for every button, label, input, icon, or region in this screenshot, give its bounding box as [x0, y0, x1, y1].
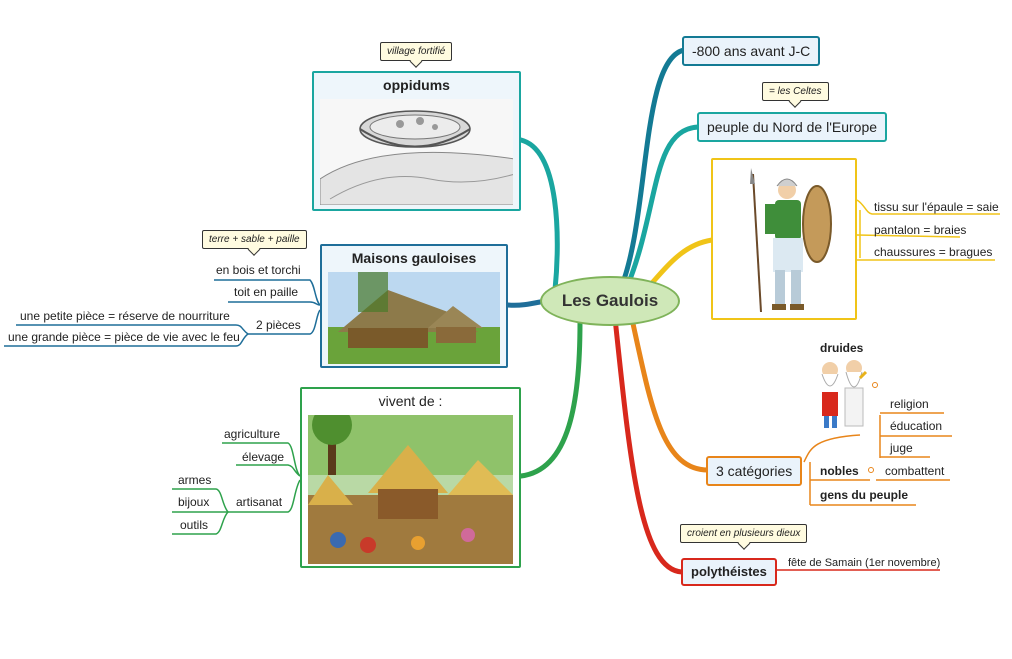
topic-categories[interactable]: 3 catégories [706, 456, 803, 486]
topic-peuple-label: peuple du Nord de l'Europe [707, 119, 878, 135]
thatched-houses-icon [328, 272, 500, 364]
branch-vivent [518, 319, 583, 479]
branch-categories [627, 307, 711, 473]
topic-categories-label: 3 catégories [716, 463, 793, 479]
categorie-druides[interactable]: druides [820, 341, 864, 355]
gaulish-village-icon [308, 415, 513, 564]
topic-polytheistes-label: polythéistes [691, 564, 767, 579]
branch-peuple [622, 124, 701, 295]
druide-juge: juge [890, 441, 913, 455]
piece-vie: une grande pièce = pièce de vie avec le … [8, 330, 240, 344]
vivent-picture [308, 415, 513, 564]
ressource-artisanat: artisanat [236, 495, 283, 509]
categorie-gens-du-peuple[interactable]: gens du peuple [820, 488, 909, 502]
nobles-connector-dot [868, 467, 874, 473]
maison-2-pieces: 2 pièces [256, 318, 301, 332]
maison-bois-torchi: en bois et torchi [216, 263, 301, 277]
branch-oppidums [518, 137, 560, 293]
note-terre-sable-paille: terre + sable + paille [202, 230, 307, 249]
topic-polytheistes[interactable]: polythéistes [681, 558, 777, 586]
maisons-title: Maisons gauloises [351, 250, 477, 266]
oppidums-title: oppidums [383, 77, 450, 93]
central-topic-label: Les Gaulois [561, 291, 659, 310]
branch-polytheistes [612, 315, 685, 575]
branch-maisons [505, 299, 543, 308]
note-village-fortifie: village fortifié [380, 42, 453, 61]
maison-toit-paille: toit en paille [234, 285, 299, 299]
druide-religion: religion [890, 397, 929, 411]
topic-peuple[interactable]: peuple du Nord de l'Europe [697, 112, 888, 142]
warrior-image-card[interactable] [711, 158, 857, 320]
vivent-title: vivent de : [378, 393, 443, 409]
branch-date [617, 47, 687, 293]
note-plusieurs-dieux: croient en plusieurs dieux [680, 524, 808, 543]
vetement-braies: pantalon = braies [874, 223, 967, 237]
oppidums-card[interactable]: oppidums [312, 71, 521, 211]
druides-connector-dot [872, 382, 878, 388]
categorie-nobles[interactable]: nobles [820, 464, 859, 478]
artisanat-bijoux: bijoux [178, 495, 210, 509]
piece-reserve: une petite pièce = réserve de nourriture [20, 309, 230, 323]
maisons-picture [328, 272, 500, 364]
note-celtes: = les Celtes [762, 82, 829, 101]
fete-samain: fête de Samain (1er novembre) [788, 557, 941, 569]
artisanat-armes: armes [178, 473, 212, 487]
maisons-card[interactable]: Maisons gauloises [320, 244, 508, 368]
vetement-bragues: chaussures = bragues [874, 245, 993, 259]
vetement-saie: tissu sur l'épaule = saie [874, 200, 999, 214]
artisanat-outils: outils [180, 518, 209, 532]
druide-education: éducation [890, 419, 943, 433]
fortified-village-icon [320, 110, 513, 205]
ressource-elevage: élevage [242, 450, 285, 464]
topic-date[interactable]: -800 ans avant J-C [682, 36, 821, 66]
ressource-agriculture: agriculture [224, 427, 281, 441]
oppidums-picture [320, 99, 513, 205]
noble-combattent: combattent [885, 464, 945, 478]
vivent-card[interactable]: vivent de : [300, 387, 521, 568]
gaulish-warrior-icon [750, 168, 832, 313]
topic-date-label: -800 ans avant J-C [692, 43, 811, 59]
central-topic[interactable]: Les Gaulois [540, 276, 680, 326]
druids-cartoon-icon [821, 360, 868, 428]
